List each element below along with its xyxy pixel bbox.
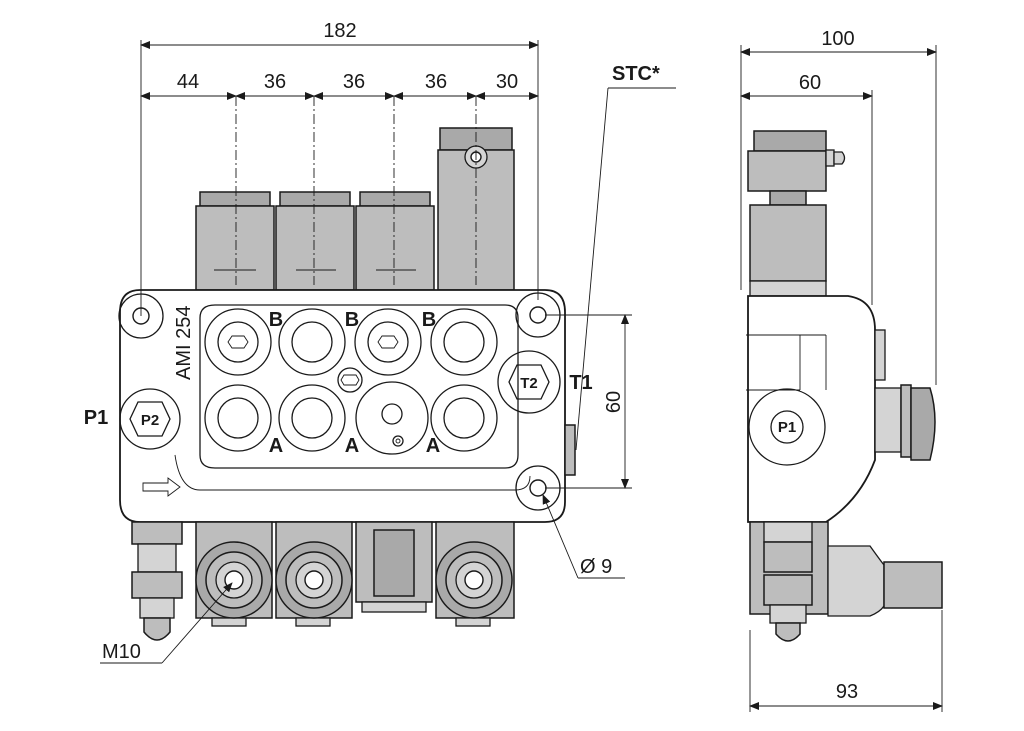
- port-a-4: [430, 384, 498, 452]
- dim-side-overall: 100: [821, 28, 854, 50]
- dim-section-4: 36: [425, 71, 447, 93]
- port-b-3: [354, 308, 422, 376]
- bottom-knob-1: [195, 521, 273, 627]
- label-a-3: A: [426, 435, 440, 457]
- stc-connector-stub: [564, 424, 576, 476]
- side-bottom-fitting: [749, 521, 829, 642]
- flow-arrow-icon: [142, 477, 181, 497]
- side-lever-knob: [827, 545, 943, 617]
- port-t2-label: T2: [520, 375, 538, 392]
- port-p2: P2: [119, 388, 181, 450]
- side-port-p1-label: P1: [778, 419, 796, 436]
- label-a-2: A: [345, 435, 359, 457]
- thread-label: M10: [102, 641, 141, 663]
- top-actuator-2: [275, 191, 355, 291]
- port-b-1: [204, 308, 272, 376]
- label-t1: T1: [569, 372, 592, 394]
- port-t2: T2: [497, 350, 561, 414]
- bottom-knob-4: [435, 521, 515, 627]
- port-b-4: [430, 308, 498, 376]
- label-b-2: B: [345, 309, 359, 331]
- label-b-3: B: [422, 309, 436, 331]
- side-right-fitting: [874, 384, 936, 461]
- port-a-2: [278, 384, 346, 452]
- m10-fitting: [131, 521, 183, 641]
- model-label: AMI 254: [173, 306, 195, 380]
- dim-section-3: 36: [343, 71, 365, 93]
- dim-overall-width: 182: [323, 20, 356, 42]
- dim-hole-diameter: Ø 9: [580, 556, 612, 578]
- center-nut: [337, 367, 363, 393]
- top-actuator-1: [195, 191, 275, 291]
- port-b-2: [278, 308, 346, 376]
- dim-section-2: 36: [264, 71, 286, 93]
- dim-section-5: 30: [496, 71, 518, 93]
- side-top-actuator: [747, 130, 846, 297]
- dim-bottom-width: 93: [836, 681, 858, 703]
- dim-mount-spacing: 60: [603, 391, 625, 413]
- label-a-1: A: [269, 435, 283, 457]
- label-b-1: B: [269, 309, 283, 331]
- bottom-block-3: [355, 521, 433, 613]
- dim-section-1: 44: [177, 71, 199, 93]
- bottom-knob-2: [275, 521, 353, 627]
- top-actuator-3: [355, 191, 435, 291]
- port-p2-label: P2: [141, 412, 159, 429]
- side-body: [747, 295, 876, 523]
- label-p1: P1: [84, 407, 108, 429]
- port-a-3-plug: [355, 381, 429, 455]
- dim-side-body: 60: [799, 72, 821, 94]
- port-a-1: [204, 384, 272, 452]
- stc-label: STC*: [612, 63, 660, 85]
